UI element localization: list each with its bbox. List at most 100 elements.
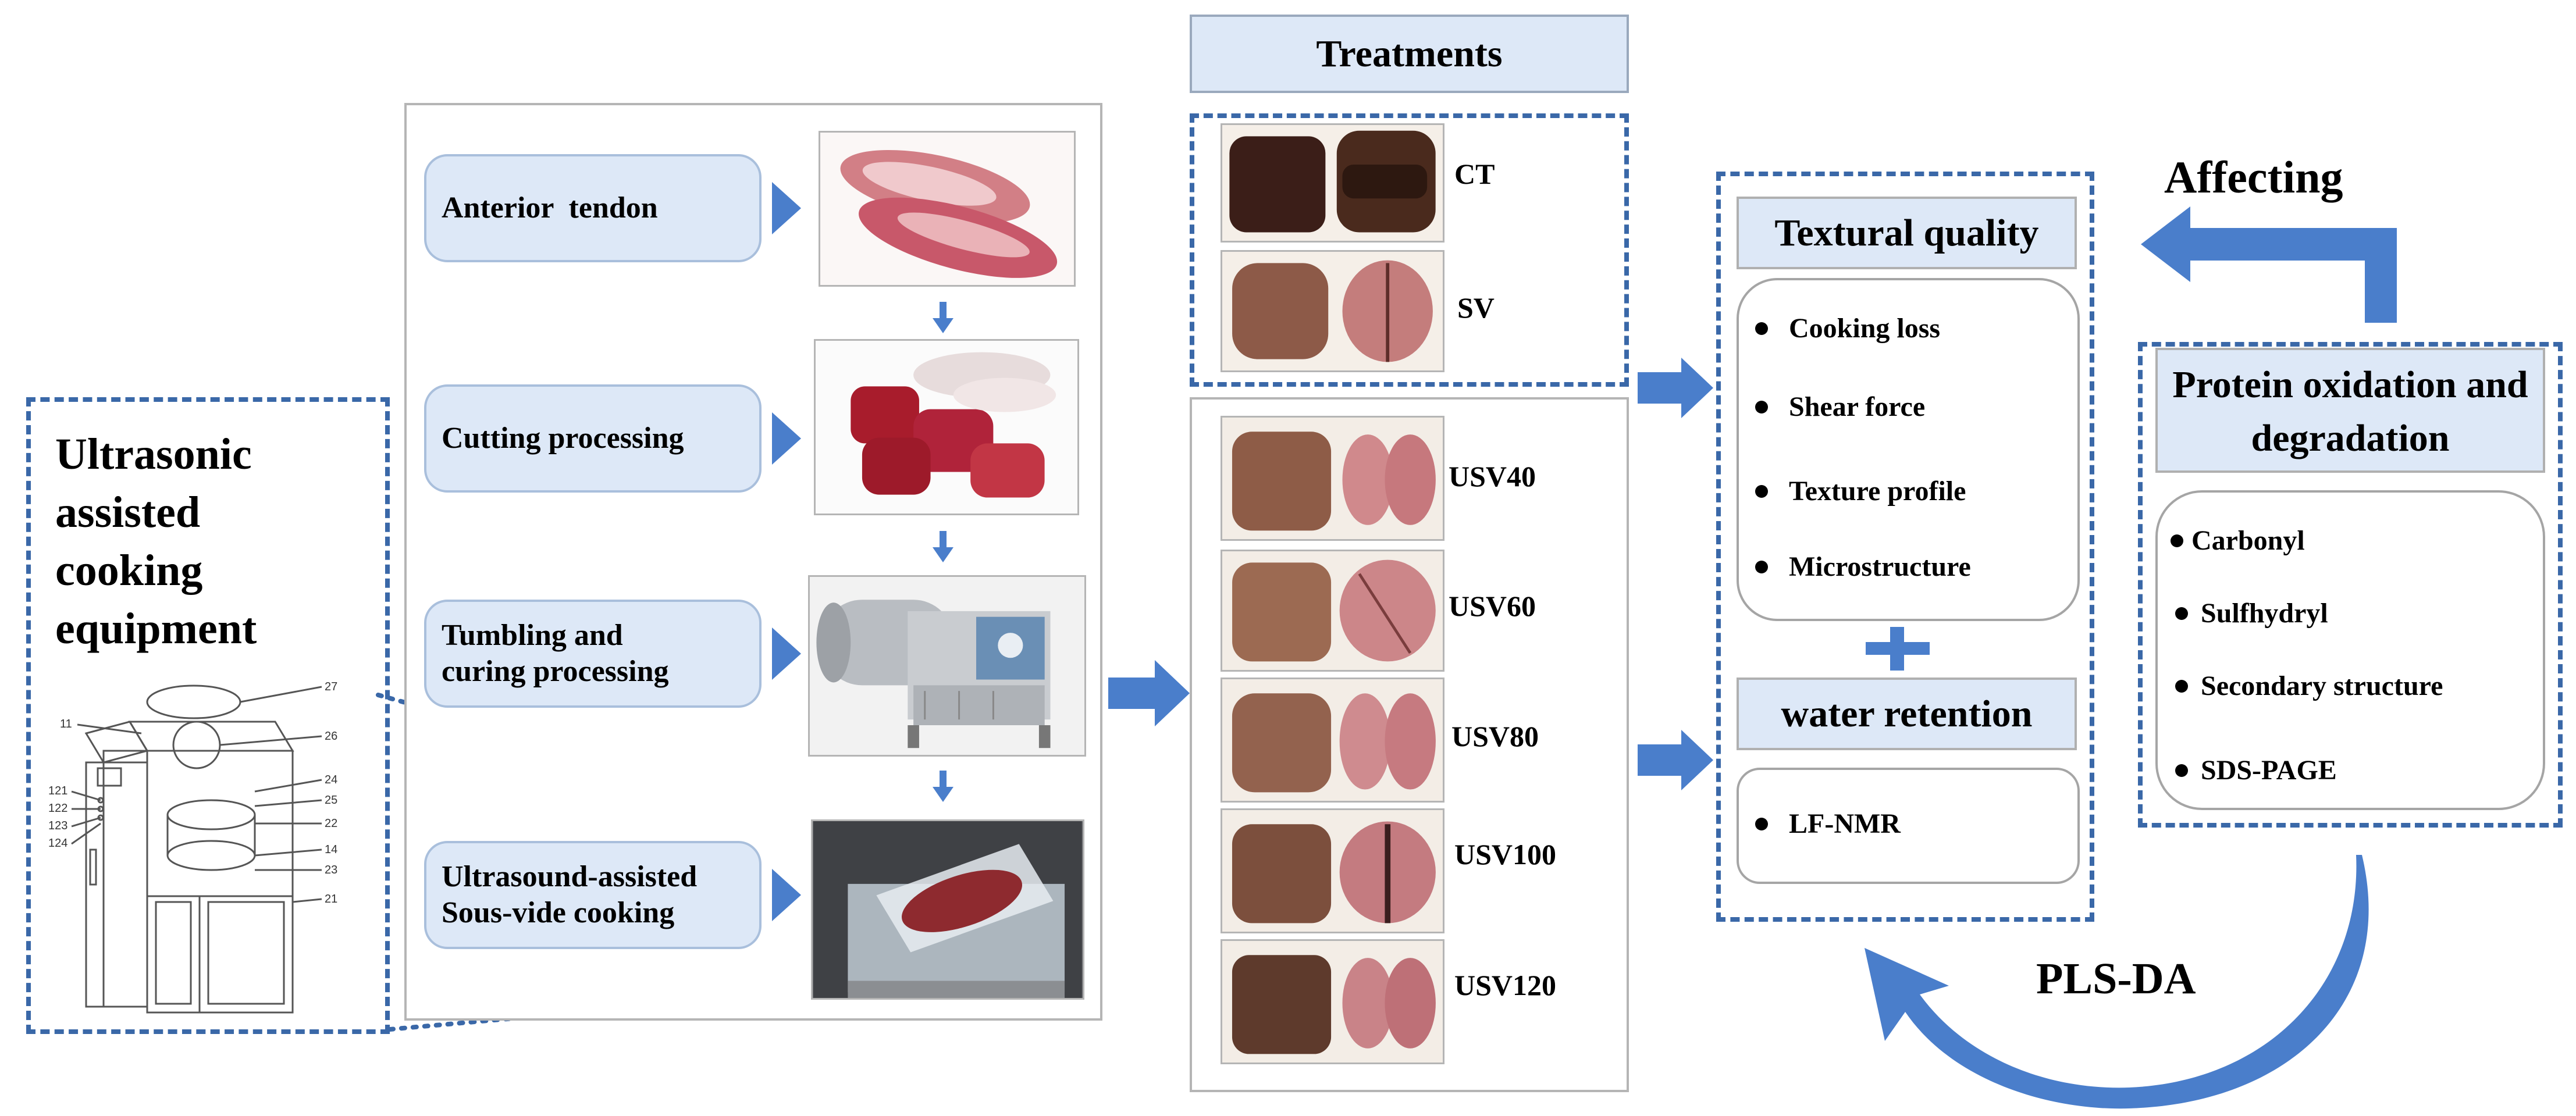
bullet-icon	[1755, 560, 1768, 573]
part-11: 11	[60, 718, 72, 730]
arrow-to-treatments	[1108, 660, 1190, 726]
sample-label-usv120: USV120	[1454, 969, 1557, 1001]
item-text: SDS-PAGE	[2201, 755, 2337, 786]
treatments-header: Treatments	[1190, 15, 1629, 93]
bullet-icon	[1755, 400, 1768, 413]
item-text: Sulfhydryl	[2201, 598, 2328, 629]
water-retention-title: water retention	[1781, 693, 2033, 735]
right-arrow-icon	[1638, 358, 1713, 418]
right-arrow-icon	[1108, 660, 1190, 726]
sample-photo-ct	[1221, 123, 1444, 243]
sample-label-ct: CT	[1454, 158, 1495, 190]
part-26: 26	[325, 730, 337, 743]
bullet-icon	[2175, 679, 2188, 693]
step-label-text: Tumbling and curing processing	[442, 619, 669, 688]
treatments-title: Treatments	[1316, 33, 1503, 75]
equipment-drawing: 27 11 26 121 122 123 124 24 25 22 14 23 …	[48, 680, 337, 1014]
list-item: Carbonyl	[2171, 525, 2305, 557]
step-tumbling: Tumbling and curing processing	[424, 600, 762, 708]
list-item: Shear force	[1755, 391, 1925, 423]
textural-quality-header: Textural quality	[1737, 197, 2077, 269]
part-24: 24	[325, 773, 337, 786]
list-item: LF-NMR	[1755, 808, 1901, 840]
plus-icon	[1866, 627, 1930, 671]
item-text: Texture profile	[1789, 476, 1966, 507]
sample-label-usv80: USV80	[1451, 720, 1539, 753]
triangle-arrow-icon	[772, 412, 801, 465]
bullet-icon	[1755, 484, 1768, 498]
part-23: 23	[325, 864, 337, 876]
step-cutting: Cutting processing	[424, 384, 762, 493]
triangle-arrow-icon	[772, 627, 801, 680]
sample-photo-usv120	[1221, 939, 1444, 1064]
arrows-to-quality	[1638, 358, 1713, 790]
equipment-title: Ultrasonic assisted cooking equipment	[55, 430, 257, 653]
protein-header: Protein oxidation and degradation	[2155, 348, 2545, 473]
list-item: Secondary structure	[2175, 670, 2443, 702]
equipment-panel: Ultrasonic assisted cooking equipment	[26, 397, 390, 1034]
protein-panel	[2138, 342, 2563, 828]
item-text: Cooking loss	[1789, 313, 1941, 344]
step-label-text: Ultrasound-assisted Sous-vide cooking	[442, 860, 698, 929]
part-124: 124	[48, 837, 67, 850]
process-panel: Anterior tendon Cutting processing Tumbl…	[404, 103, 1102, 1021]
photo-tumbler	[808, 575, 1086, 757]
list-item: Texture profile	[1755, 475, 1966, 507]
left-arrow-icon	[2141, 206, 2397, 323]
step-anterior-tendon: Anterior tendon	[424, 154, 762, 262]
part-123: 123	[48, 819, 67, 832]
plsda-label: PLS-DA	[2036, 954, 2196, 1003]
control-group-box	[1190, 113, 1629, 387]
sample-photo-usv100	[1221, 808, 1444, 933]
photo-sous-vide	[811, 819, 1084, 1000]
list-item: Microstructure	[1755, 551, 1971, 583]
quality-panel	[1716, 172, 2094, 922]
list-item: SDS-PAGE	[2175, 754, 2337, 786]
sample-label-sv: SV	[1457, 291, 1495, 324]
item-text: Shear force	[1789, 391, 1926, 422]
protein-list: Carbonyl Sulfhydryl Secondary structure …	[2155, 490, 2545, 810]
triangle-arrow-icon	[772, 182, 801, 234]
list-item: Sulfhydryl	[2175, 597, 2328, 629]
down-arrows	[933, 302, 953, 802]
textural-quality-list: Cooking loss Shear force Texture profile…	[1737, 278, 2080, 621]
part-22: 22	[325, 817, 337, 830]
triangle-arrow-icon	[772, 869, 801, 921]
sample-label-usv60: USV60	[1449, 590, 1536, 622]
item-text: Carbonyl	[2191, 525, 2305, 556]
bullet-icon	[2175, 764, 2188, 777]
bullet-icon	[1755, 817, 1768, 830]
photo-raw-tendon	[819, 131, 1076, 287]
part-14: 14	[325, 843, 337, 856]
list-item: Cooking loss	[1755, 312, 1940, 344]
sample-photo-sv	[1221, 250, 1444, 372]
step-sous-vide: Ultrasound-assisted Sous-vide cooking	[424, 841, 762, 949]
item-text: Secondary structure	[2201, 671, 2443, 701]
bullet-icon	[2175, 607, 2188, 620]
step-label-text: Cutting processing	[442, 422, 684, 455]
step-arrows	[772, 182, 801, 921]
water-retention-list: LF-NMR	[1737, 768, 2080, 884]
sample-photo-usv40	[1221, 416, 1444, 541]
step-label-text: Anterior tendon	[442, 191, 658, 224]
part-25: 25	[325, 794, 337, 807]
photo-cut-meat	[814, 339, 1079, 515]
sample-photo-usv80	[1221, 678, 1444, 803]
sample-label-usv100: USV100	[1454, 838, 1557, 871]
water-retention-header: water retention	[1737, 678, 2077, 750]
affecting-arrow	[2141, 206, 2397, 323]
item-text: Microstructure	[1789, 551, 1971, 582]
right-arrow-icon	[1638, 730, 1713, 790]
sample-label-usv40: USV40	[1449, 460, 1536, 493]
part-121: 121	[48, 785, 67, 797]
bullet-icon	[1755, 322, 1768, 335]
affecting-label: Affecting	[2164, 152, 2343, 202]
part-27: 27	[325, 680, 337, 693]
bullet-icon	[2171, 534, 2183, 547]
part-122: 122	[48, 802, 67, 815]
protein-title: Protein oxidation and degradation	[2172, 363, 2528, 459]
textural-quality-title: Textural quality	[1774, 212, 2039, 254]
sample-photo-usv60	[1221, 550, 1444, 672]
item-text: LF-NMR	[1789, 808, 1901, 839]
part-21: 21	[325, 893, 337, 905]
